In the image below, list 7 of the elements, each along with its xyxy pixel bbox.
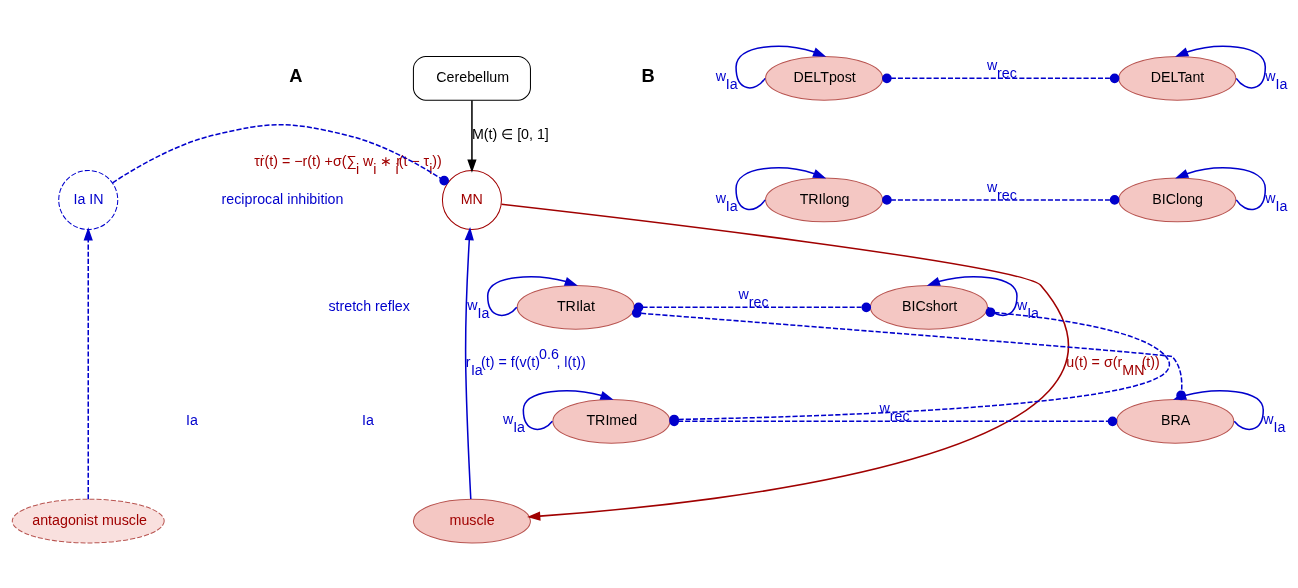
edge-label: M(t) ∈ [0, 1] xyxy=(471,125,549,142)
label: Ia xyxy=(185,411,198,428)
label: stretch reflex xyxy=(328,297,410,314)
label: B xyxy=(641,64,655,86)
label: A xyxy=(289,64,303,86)
label: reciprocal inhibition xyxy=(221,190,344,207)
label: Ia xyxy=(362,411,374,428)
